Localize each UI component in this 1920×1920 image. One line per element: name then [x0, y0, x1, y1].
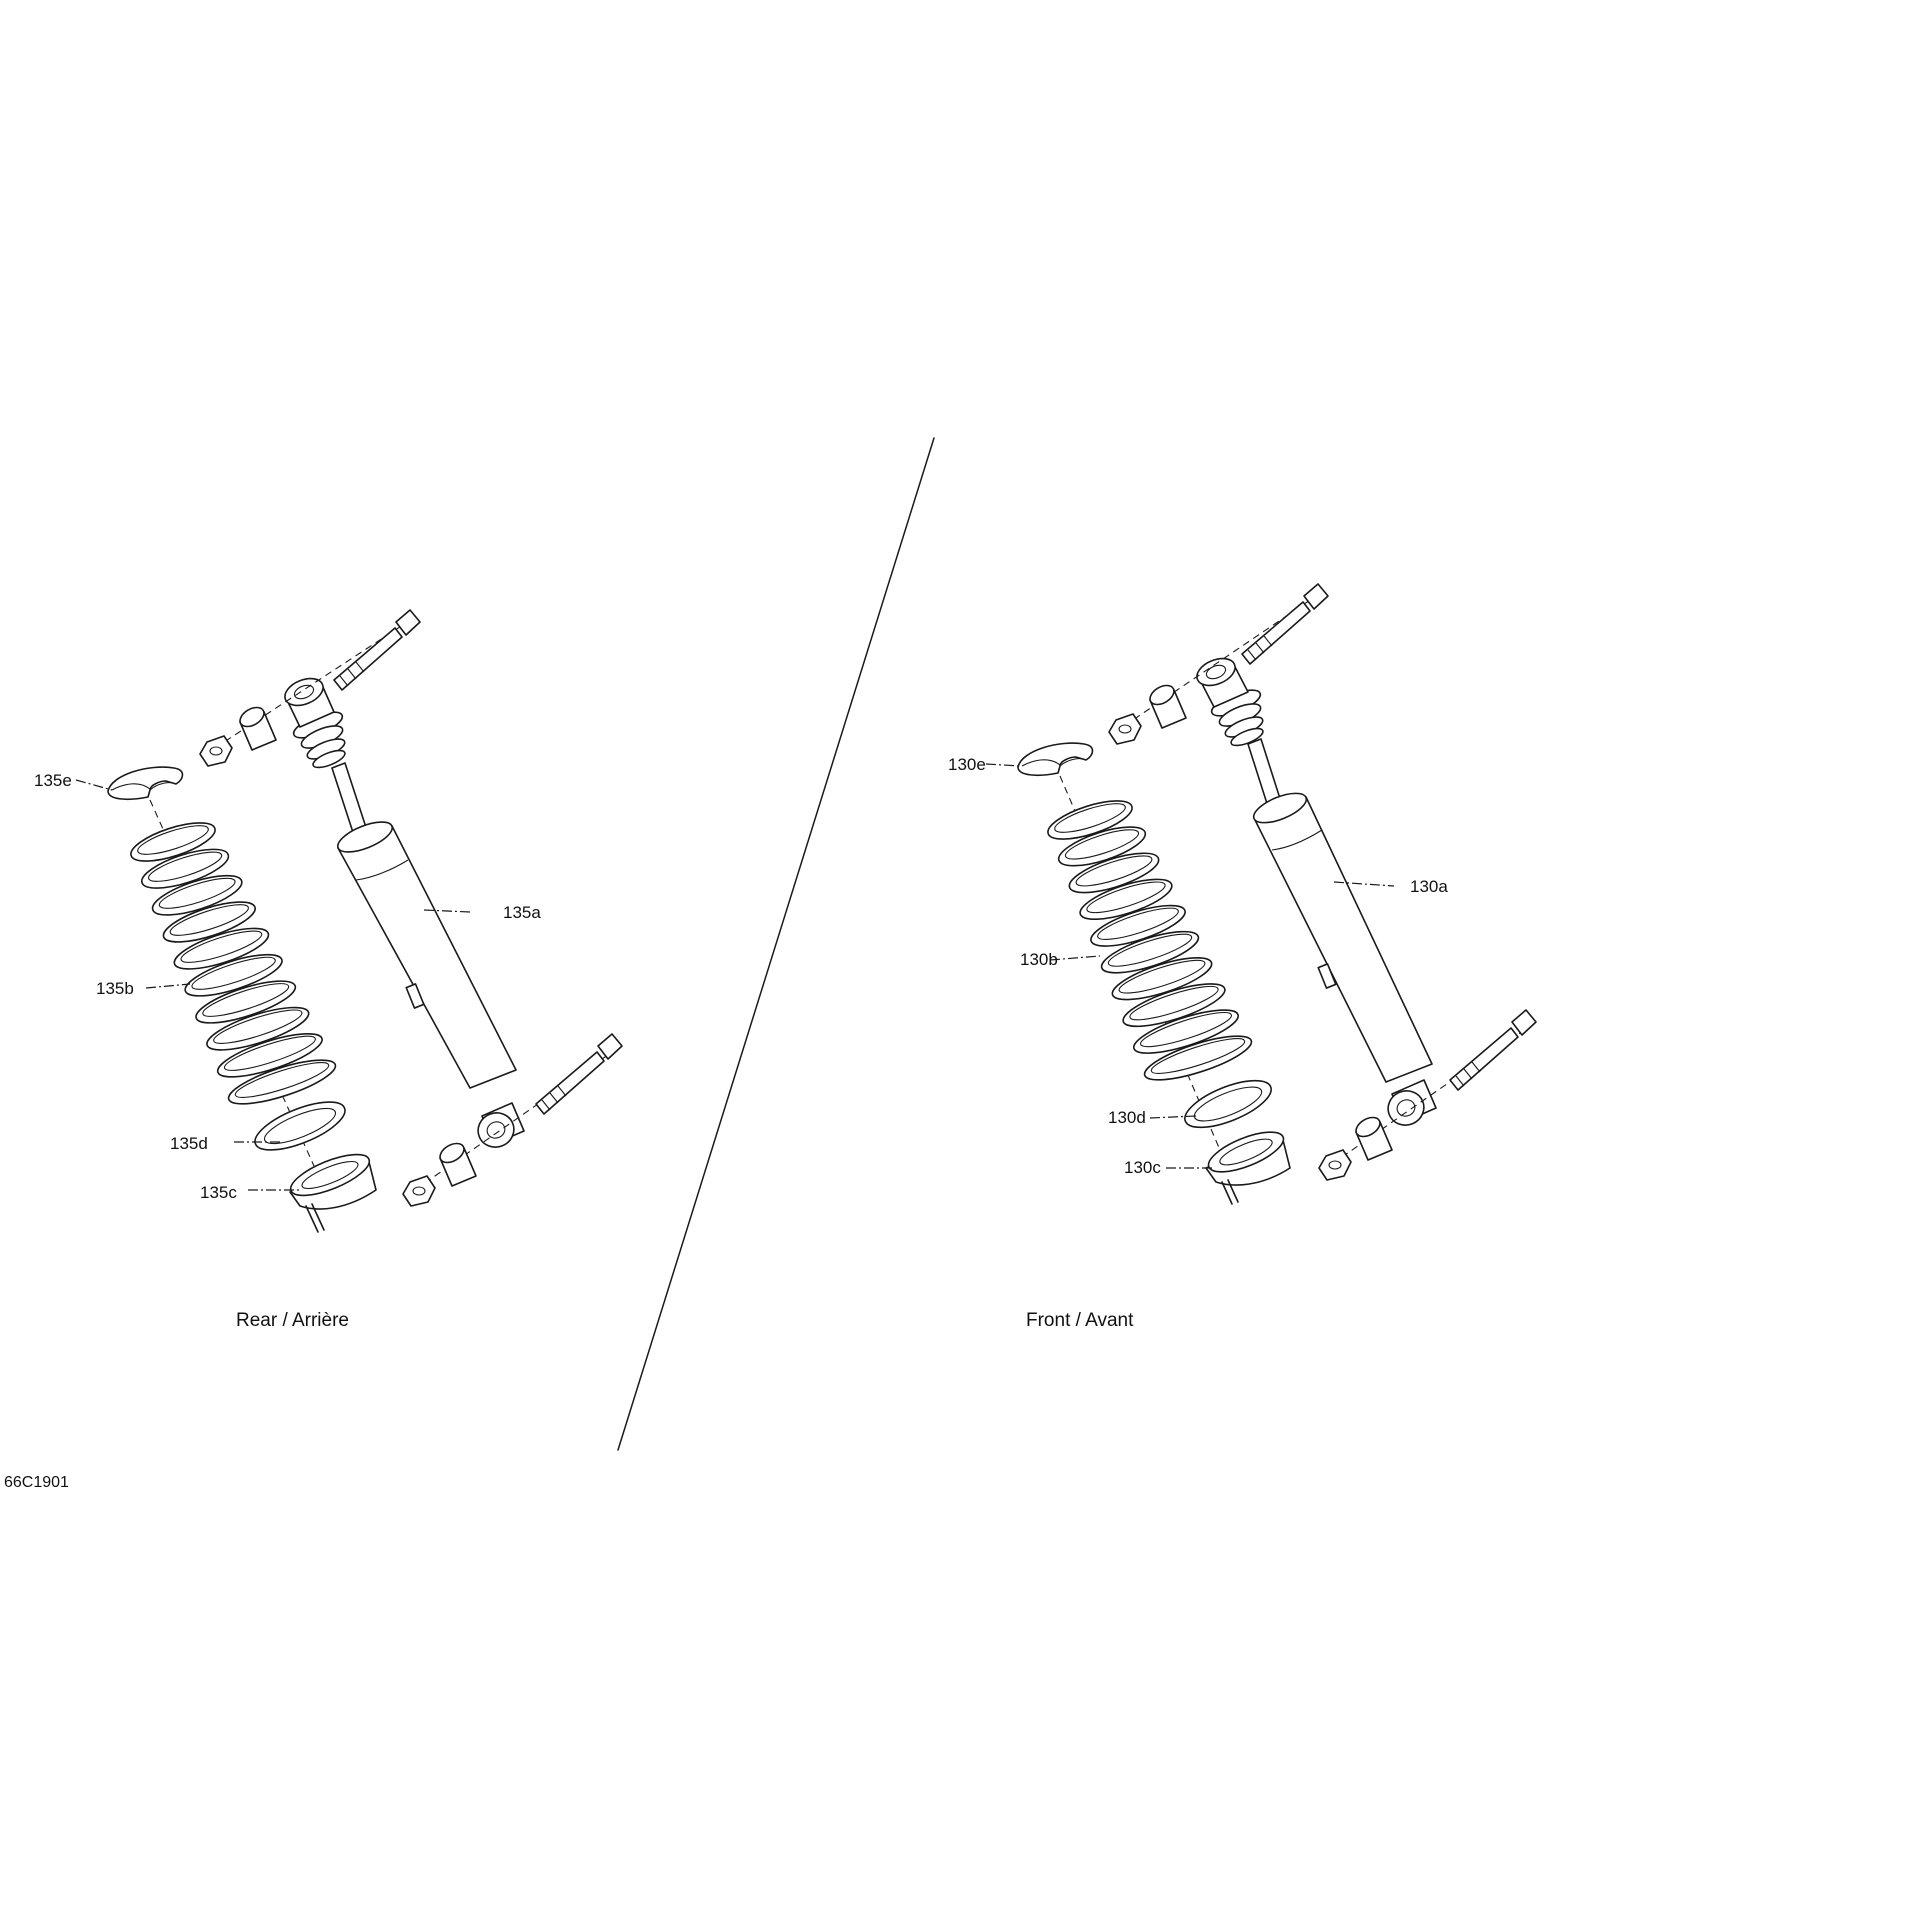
- spring-coil-inner: [1150, 1038, 1246, 1074]
- rear-spring-spacer: [254, 1101, 346, 1151]
- drawing-code: 66C1901: [4, 1474, 69, 1491]
- front-upper-spring-seat: [1017, 742, 1094, 777]
- front-upper-bushing: [1149, 684, 1187, 729]
- rear-lower-hardware: [402, 1033, 623, 1207]
- spring-coil: [1090, 904, 1186, 947]
- rear-upper-bushing: [239, 706, 277, 751]
- spring-coil-inner: [213, 1009, 303, 1044]
- front-upper-bolt: [1241, 583, 1329, 665]
- spring-coil: [1047, 800, 1133, 840]
- spring-coil: [227, 1059, 337, 1105]
- spring-coil-inner: [1118, 959, 1206, 994]
- front-lower-bolt: [1449, 1009, 1537, 1091]
- callout-135a: 135a: [503, 903, 541, 922]
- spring-coil: [1100, 930, 1200, 974]
- front-view-caption: Front / Avant: [1026, 1310, 1134, 1331]
- spring-coil: [141, 848, 230, 889]
- spring-coil: [184, 953, 283, 997]
- rear-shock-absorber: [284, 677, 525, 1148]
- spring-coil: [216, 1032, 323, 1078]
- spring-coil-inner: [169, 904, 249, 936]
- callout-135e: 135e: [34, 771, 72, 790]
- front-lower-hardware: [1318, 1009, 1537, 1181]
- spring-coil-inner: [137, 825, 209, 855]
- spring-coil-inner: [1064, 829, 1140, 860]
- spring-coil-inner: [1107, 933, 1193, 967]
- front-lower-nut: [1318, 1149, 1352, 1181]
- front-lower-bushing: [1355, 1116, 1393, 1161]
- spring-coil: [162, 901, 256, 943]
- spring-coil: [1122, 983, 1226, 1028]
- rear-view-caption: Rear / Arrière: [236, 1310, 349, 1331]
- rear-lower-spring-seat: [289, 1153, 377, 1233]
- rear-upper-spring-seat: [107, 766, 184, 801]
- callout-135b: 135b: [96, 979, 134, 998]
- spring-coil: [206, 1006, 310, 1051]
- rear-shock-top-eye: [284, 677, 335, 728]
- spring-coil: [1068, 852, 1160, 894]
- rear-lower-bolt: [535, 1033, 623, 1115]
- rear-upper-nut: [199, 735, 233, 767]
- front-shock-absorber: [1196, 657, 1437, 1126]
- spring-coil: [1132, 1009, 1240, 1054]
- rear-lower-bushing: [439, 1142, 477, 1187]
- front-assembly: 130e 130b 130d 130c 130a Front / Avant: [948, 583, 1537, 1331]
- spring-coil-inner: [1054, 803, 1126, 833]
- spring-coil: [195, 980, 297, 1024]
- front-upper-nut: [1108, 713, 1142, 745]
- spring-coil: [130, 822, 216, 862]
- callout-130e: 130e: [948, 755, 986, 774]
- callout-130a: 130a: [1410, 877, 1448, 896]
- callout-130d: 130d: [1108, 1108, 1146, 1127]
- spring-coil-inner: [148, 851, 223, 882]
- callout-130c: 130c: [1124, 1158, 1161, 1177]
- rear-upper-bolt: [333, 609, 421, 691]
- spring-coil-inner: [223, 1035, 316, 1071]
- callout-135d: 135d: [170, 1134, 208, 1153]
- rear-coil-spring: [130, 822, 337, 1105]
- front-shock-bottom-eye: [1387, 1079, 1437, 1126]
- front-upper-hardware: [1108, 583, 1329, 745]
- front-spring-spacer: [1184, 1079, 1272, 1129]
- spring-coil: [1079, 878, 1173, 921]
- spring-coil: [1057, 826, 1147, 867]
- spring-coil-inner: [158, 877, 236, 909]
- spring-coil-inner: [191, 956, 276, 990]
- rear-shock-top-collar: [292, 711, 346, 769]
- spring-coil-inner: [1086, 881, 1166, 914]
- spring-coil-inner: [180, 930, 263, 963]
- spring-coil-inner: [1075, 855, 1153, 887]
- spring-coil-inner: [1129, 985, 1219, 1021]
- front-shock-top-eye: [1196, 657, 1249, 708]
- spring-coil-inner: [1097, 907, 1179, 940]
- spring-coil: [1143, 1035, 1253, 1081]
- rear-assembly: 135e 135b 135d 135c 135a Rear / Arrière: [34, 609, 623, 1331]
- spring-coil-inner: [202, 983, 290, 1017]
- spring-coil: [173, 927, 270, 970]
- spring-coil-inner: [234, 1062, 330, 1098]
- callout-130b: 130b: [1020, 950, 1058, 969]
- spring-coil-inner: [1139, 1012, 1233, 1048]
- front-lower-spring-seat: [1205, 1131, 1291, 1205]
- front-shock-top-collar: [1210, 689, 1264, 747]
- rear-lower-nut: [402, 1175, 436, 1207]
- rear-upper-hardware: [199, 609, 421, 767]
- view-divider: [617, 437, 935, 1451]
- spring-coil: [151, 874, 243, 916]
- front-coil-spring: [1047, 800, 1253, 1081]
- rear-shock-bottom-eye: [477, 1102, 525, 1148]
- spring-coil: [1111, 957, 1213, 1001]
- callout-135c: 135c: [200, 1183, 237, 1202]
